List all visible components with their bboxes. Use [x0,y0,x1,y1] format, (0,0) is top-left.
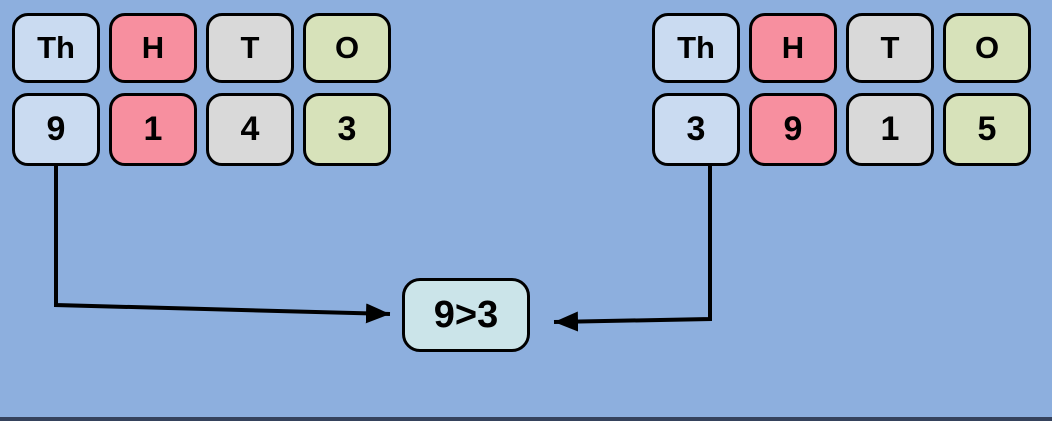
digit-cell-tens: 1 [846,93,934,166]
header-cell-thousands: Th [12,13,100,83]
header-cell-hundreds: H [749,13,837,83]
header-row-right: Th H T O [652,13,1031,83]
digit-cell-hundreds: 9 [749,93,837,166]
header-cell-ones: O [943,13,1031,83]
bottom-edge-line [0,417,1052,421]
header-row-left: Th H T O [12,13,391,83]
digit-cell-hundreds: 1 [109,93,197,166]
digit-row-right: 3 9 1 5 [652,93,1031,166]
digit-row-left: 9 1 4 3 [12,93,391,166]
digit-cell-ones: 3 [303,93,391,166]
place-value-table-left: Th H T O 9 1 4 3 [12,13,391,166]
digit-cell-tens: 4 [206,93,294,166]
place-value-table-right: Th H T O 3 9 1 5 [652,13,1031,166]
comparison-result-box: 9>3 [402,278,530,352]
header-cell-thousands: Th [652,13,740,83]
comparison-label: 9>3 [433,293,499,336]
left-arrow [54,166,391,324]
header-cell-hundreds: H [109,13,197,83]
header-cell-tens: T [206,13,294,83]
right-arrow [553,165,712,332]
digit-cell-ones: 5 [943,93,1031,166]
header-cell-ones: O [303,13,391,83]
digit-cell-thousands: 9 [12,93,100,166]
header-cell-tens: T [846,13,934,83]
digit-cell-thousands: 3 [652,93,740,166]
